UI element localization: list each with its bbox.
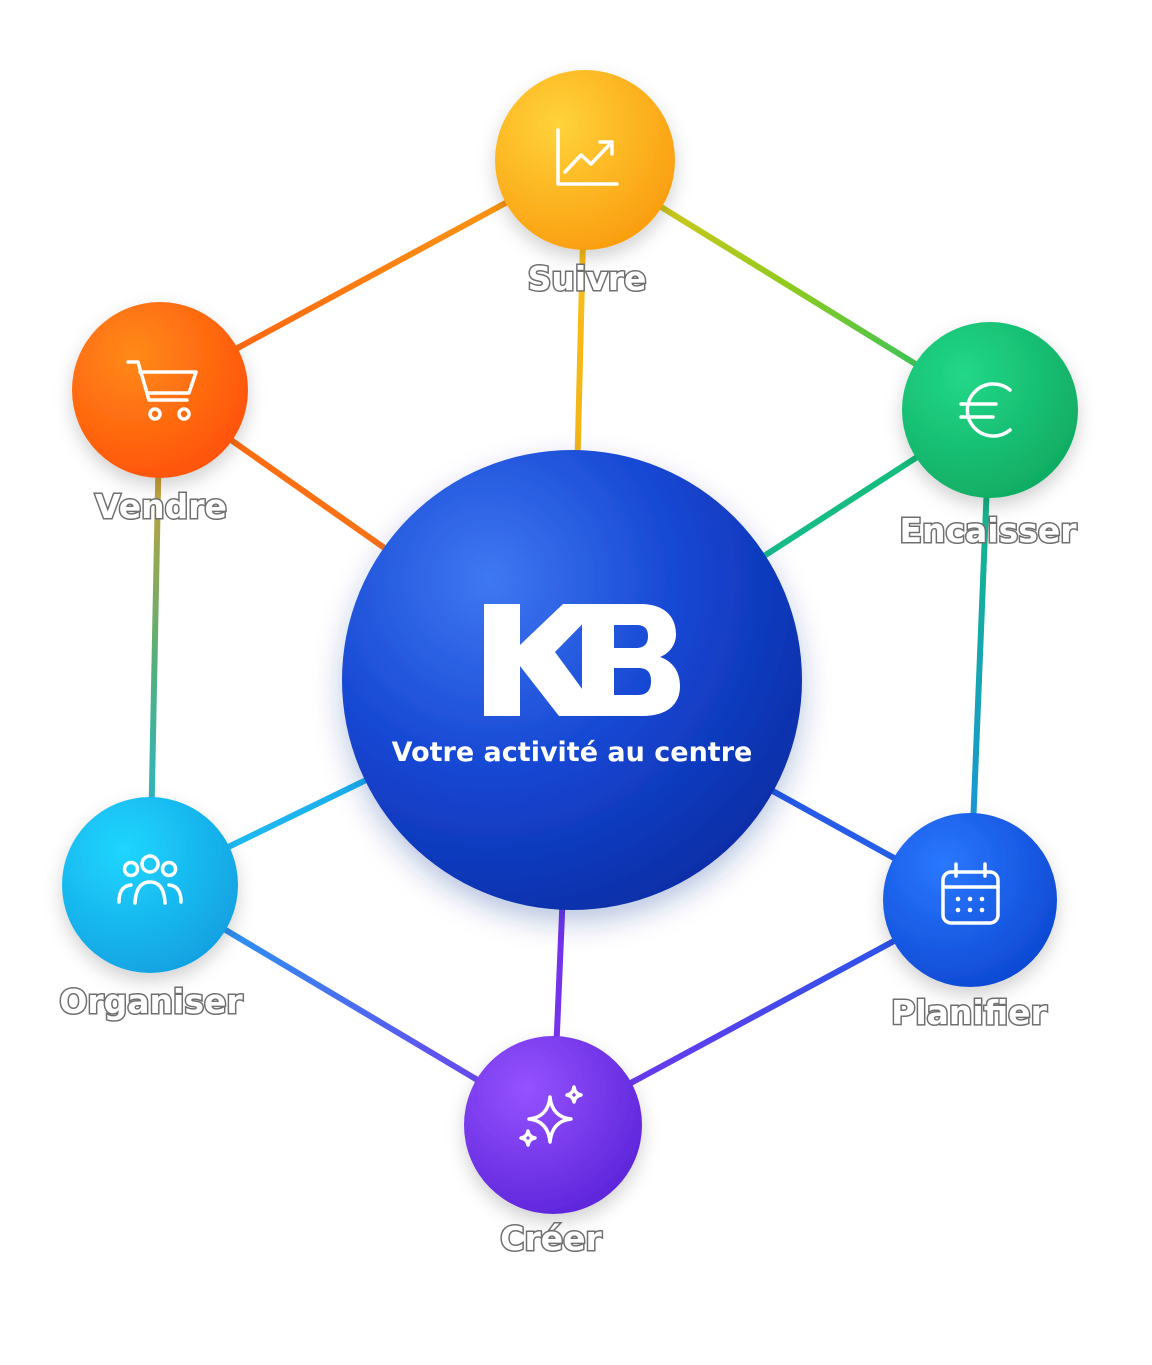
node-suivre[interactable]: Suivre: [495, 70, 675, 300]
node-creer-label: Créer: [500, 1219, 602, 1258]
node-organiser[interactable]: Organiser: [58, 797, 245, 1023]
hub-tagline: Votre activité au centre: [392, 737, 753, 768]
chart-trend-icon: [556, 128, 619, 186]
node-encaisser-label: Encaisser: [899, 511, 1077, 550]
node-vendre-label: Vendre: [95, 487, 227, 526]
team-icon: [117, 854, 183, 905]
calendar-icon: [941, 862, 1000, 925]
node-creer[interactable]: Créer: [464, 1036, 642, 1260]
node-organiser-label: Organiser: [59, 982, 243, 1021]
euro-icon: [959, 382, 1012, 438]
node-planifier-label: Planifier: [891, 993, 1047, 1032]
hub[interactable]: Votre activité au centre: [342, 450, 802, 910]
node-vendre-circle: [72, 302, 248, 478]
node-planifier[interactable]: Planifier: [883, 813, 1057, 1034]
sparkles-icon: [519, 1085, 583, 1147]
node-encaisser-circle: [902, 322, 1078, 498]
node-vendre[interactable]: Vendre: [72, 302, 248, 528]
cart-icon: [126, 360, 198, 421]
node-organiser-circle: [62, 797, 238, 973]
node-encaisser[interactable]: Encaisser: [898, 322, 1079, 552]
node-creer-circle: [464, 1036, 642, 1214]
node-suivre-label: Suivre: [528, 259, 647, 298]
kb-logo: [484, 604, 680, 716]
